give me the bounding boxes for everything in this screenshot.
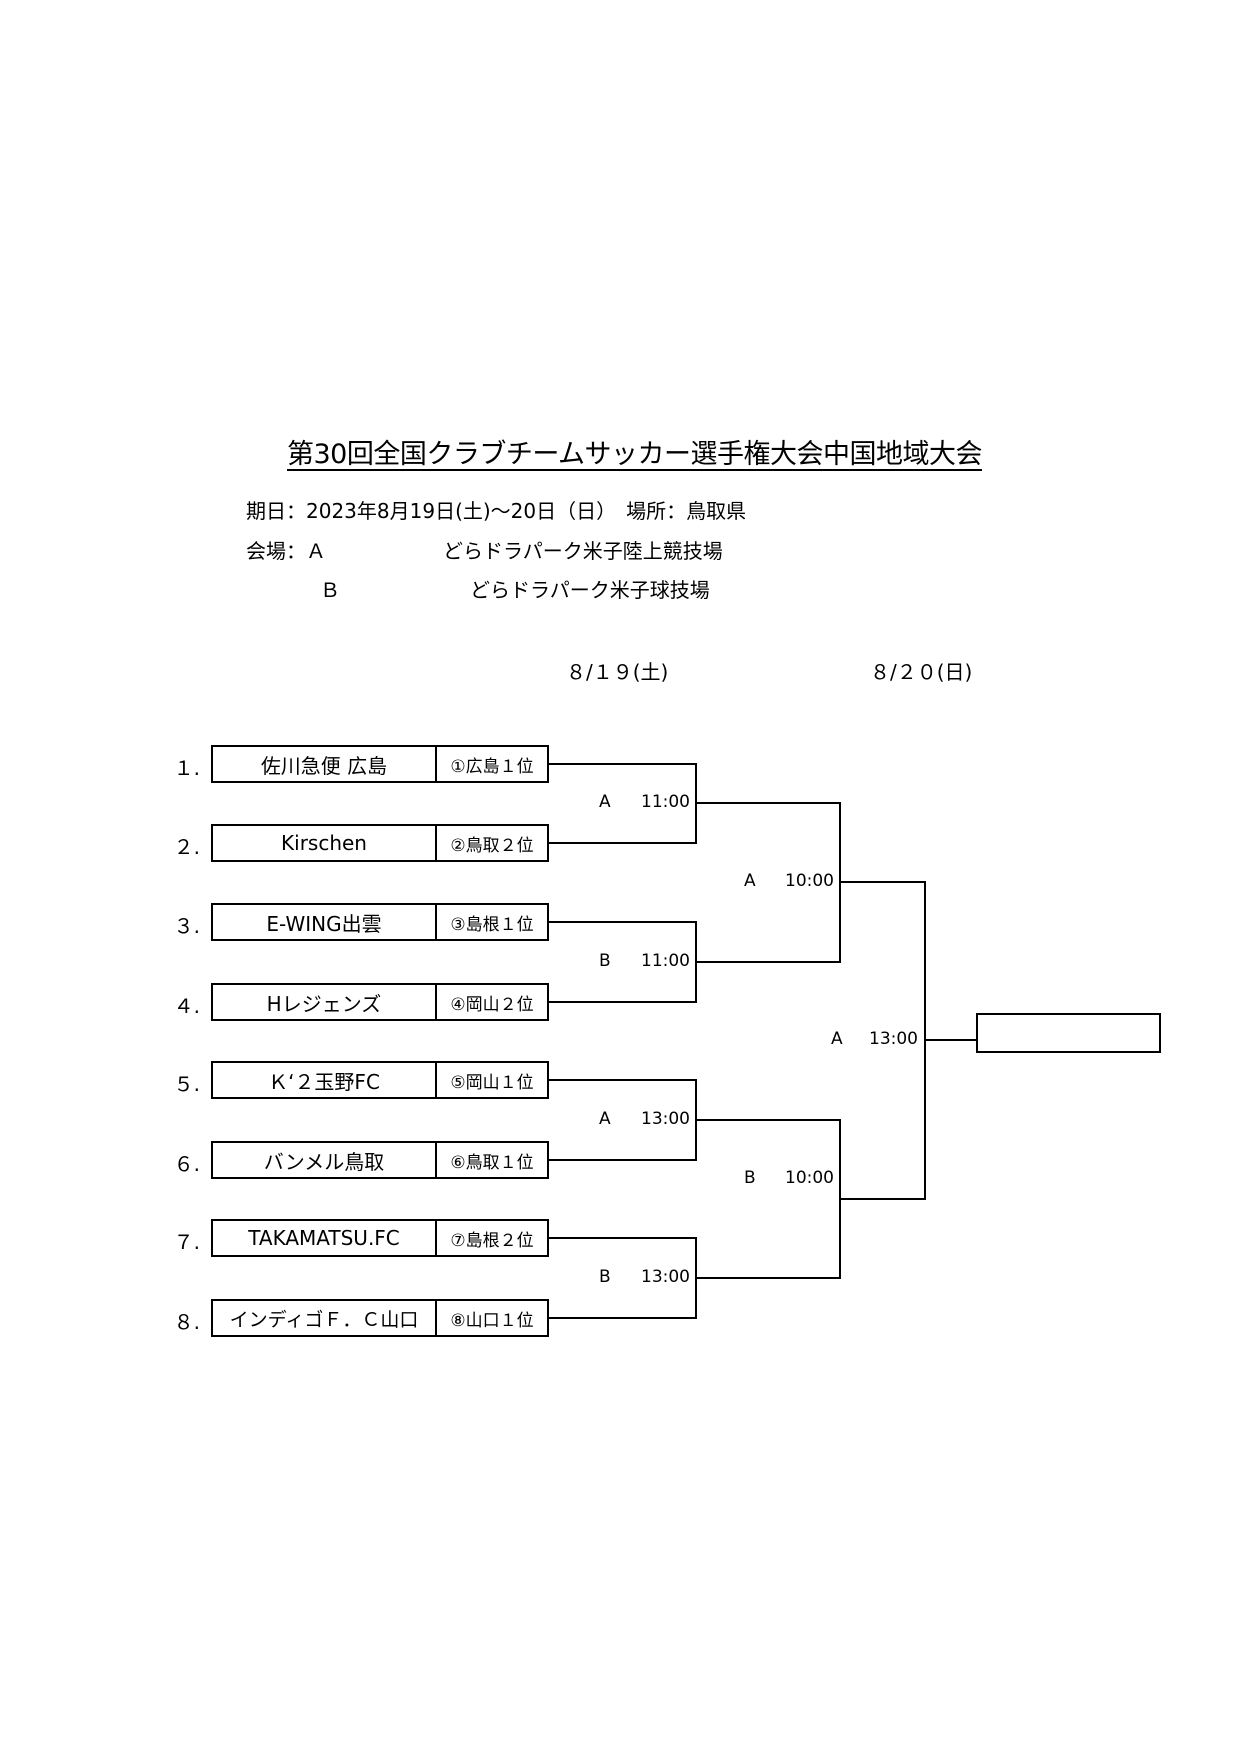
team-name: TAKAMATSU.FC	[213, 1221, 437, 1255]
team-number: ４.	[173, 994, 200, 1018]
team-number: ５.	[173, 1072, 200, 1096]
team-row: 佐川急便 広島 ①広島１位	[211, 745, 549, 783]
match-time: 10:00	[785, 871, 834, 891]
team-row: E-WING出雲 ③島根１位	[211, 903, 549, 941]
team-number: ８.	[173, 1310, 200, 1334]
team-name: 佐川急便 広島	[213, 747, 437, 781]
team-number: ２.	[173, 835, 200, 859]
event-period: 期日：2023年8月19日(土)～20日（日） 場所：鳥取県	[246, 499, 747, 523]
team-name: Ｋ‘２玉野FC	[213, 1063, 437, 1097]
match-venue: B	[744, 1168, 756, 1188]
team-row: バンメル鳥取 ⑥鳥取１位	[211, 1141, 549, 1179]
team-row: Hレジェンズ ④岡山２位	[211, 983, 549, 1021]
match-venue: A	[599, 792, 611, 812]
team-seed: ①広島１位	[450, 756, 534, 777]
match-time: 13:00	[869, 1029, 918, 1049]
venue-label: 会場：Ａ	[246, 539, 326, 563]
team-seed: ③島根１位	[450, 914, 534, 935]
match-venue: B	[599, 1267, 611, 1287]
day1-date: ８/１９(土)	[566, 660, 669, 684]
match-time: 11:00	[641, 792, 690, 812]
match-venue: A	[831, 1029, 843, 1049]
venue-b-label: Ｂ	[320, 578, 340, 602]
team-seed: ②鳥取２位	[450, 835, 534, 856]
team-name: Hレジェンズ	[213, 985, 437, 1019]
team-row: インディゴＦ．Ｃ山口 ⑧山口１位	[211, 1299, 549, 1337]
day2-date: ８/２０(日)	[870, 660, 973, 684]
team-name: インディゴＦ．Ｃ山口	[213, 1301, 437, 1335]
team-name: バンメル鳥取	[213, 1143, 437, 1177]
winner-box	[976, 1013, 1161, 1053]
team-row: TAKAMATSU.FC ⑦島根２位	[211, 1219, 549, 1257]
team-seed: ⑤岡山１位	[450, 1072, 534, 1093]
team-name: Kirschen	[213, 826, 437, 860]
match-time: 11:00	[641, 951, 690, 971]
team-number: ７.	[173, 1230, 200, 1254]
match-venue: A	[744, 871, 756, 891]
match-time: 13:00	[641, 1109, 690, 1129]
match-time: 13:00	[641, 1267, 690, 1287]
team-seed: ⑦島根２位	[450, 1230, 534, 1251]
venue-a-name: どらドラパーク米子陸上競技場	[443, 539, 723, 563]
team-number: ３.	[173, 914, 200, 938]
team-seed: ⑧山口１位	[450, 1310, 534, 1331]
venue-b-name: どらドラパーク米子球技場	[470, 578, 710, 602]
team-row: Kirschen ②鳥取２位	[211, 824, 549, 862]
team-number: ６.	[173, 1152, 200, 1176]
page-title: 第30回全国クラブチームサッカー選手権大会中国地域大会	[287, 439, 983, 470]
team-seed: ⑥鳥取１位	[450, 1152, 534, 1173]
match-time: 10:00	[785, 1168, 834, 1188]
team-number: １.	[173, 756, 200, 780]
match-venue: A	[599, 1109, 611, 1129]
team-name: E-WING出雲	[213, 905, 437, 939]
team-row: Ｋ‘２玉野FC ⑤岡山１位	[211, 1061, 549, 1099]
match-venue: B	[599, 951, 611, 971]
team-seed: ④岡山２位	[450, 994, 534, 1015]
